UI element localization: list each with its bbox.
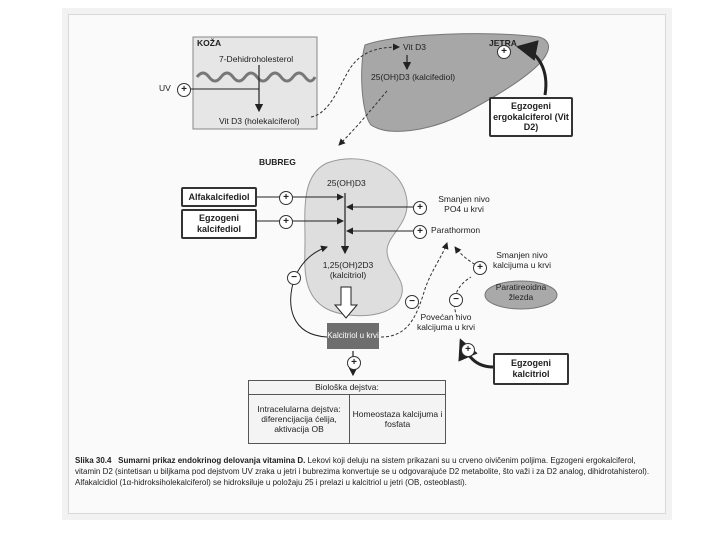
caption-title: Sumarni prikaz endokrinog delovanja vita…: [118, 456, 306, 465]
exo-calcitriol-box: Egzogeni kalcitriol: [493, 353, 569, 385]
high-calcium-minus-sign: −: [449, 293, 463, 307]
phosphate-plus-sign: +: [413, 201, 427, 215]
caption-label: Slika 30.4: [75, 456, 112, 465]
high-calcium-loop: [453, 276, 472, 318]
caption-text: Lekovi koji deluju na sistem prikazani s…: [75, 456, 650, 487]
parathyroid-label: Paratireoidna žlezda: [495, 282, 547, 302]
skin-title: KOŽA: [197, 38, 222, 48]
low-calcium-label: Smanjen nivo kalcijuma u krvi: [492, 250, 552, 270]
biological-effects-title: Biološka dejstva:: [249, 381, 445, 395]
liver-title: JETRA: [489, 38, 517, 48]
calcitriol-in-blood-box: Kalcitriol u krvi: [327, 323, 379, 349]
calcitriol-in-blood-label: Kalcitriol u krvi: [327, 331, 379, 341]
figure-page: KOŽA 7-Dehidroholesterol UV + Vit D3 (ho…: [68, 14, 666, 514]
intracellular-effects-cell: Intracelularna dejstva: diferencijacija …: [249, 395, 350, 443]
parathormone-label: Parathormon: [431, 225, 481, 235]
homeostasis-cell: Homeostaza kalcijuma i fosfata: [352, 408, 443, 429]
ergo-to-liver-arrow: [516, 40, 548, 96]
figure-caption: Slika 30.4 Sumarni prikaz endokrinog del…: [75, 456, 655, 488]
skin-panel: [192, 36, 318, 130]
skin-wave: [195, 71, 317, 83]
effects-plus-sign: +: [347, 356, 361, 370]
kidney-calcifediol: 25(OH)D3: [327, 178, 366, 188]
exo-calcifediol-plus-sign: +: [279, 215, 293, 229]
kidney-shape: [304, 158, 408, 317]
exo-calcifediol-box: Egzogeni kalcifediol: [181, 209, 257, 239]
low-phosphate-label: Smanjen nivo PO4 u krvi: [438, 194, 490, 214]
skin-precursor: 7-Dehidroholesterol: [219, 54, 294, 64]
uv-label: UV: [159, 83, 171, 93]
uv-plus-sign: +: [177, 83, 191, 97]
kidney-minus-sign: −: [287, 271, 301, 285]
kidney-calcitriol: 1,25(OH)2D3 (kalcitriol): [322, 260, 374, 280]
biological-effects-table: Biološka dejstva: Intracelularna dejstva…: [248, 380, 446, 444]
exo-calcitriol-plus-sign: +: [461, 343, 475, 357]
low-calcium-plus-sign: +: [473, 261, 487, 275]
liver-to-kidney-path: [338, 90, 388, 146]
liver-vit-d3: Vit D3: [403, 42, 426, 52]
skin-to-liver-path: [310, 43, 400, 118]
liver-calcifediol: 25(OH)D3 (kalcifediol): [371, 72, 456, 82]
calcium-loop-minus-sign: −: [405, 295, 419, 309]
parathormone-plus-sign: +: [413, 225, 427, 239]
skin-product: Vit D3 (holekalciferol): [219, 116, 300, 126]
diagram-graphics: [177, 33, 558, 377]
high-calcium-label: Povećan nivo kalcijuma u krvi: [416, 312, 476, 332]
alfacalcidiol-box: Alfakalcifediol: [181, 187, 257, 207]
alfa-plus-sign: +: [279, 191, 293, 205]
parathyroid-gland: [484, 280, 558, 310]
ergo-plus-sign: +: [497, 45, 511, 59]
calcium-feedback-loop: [380, 242, 449, 338]
hollow-arrow: [333, 286, 359, 319]
ergocalciferol-box: Egzogeni ergokalciferol (Vit D2): [489, 97, 573, 137]
kidney-title: BUBREG: [259, 157, 296, 167]
